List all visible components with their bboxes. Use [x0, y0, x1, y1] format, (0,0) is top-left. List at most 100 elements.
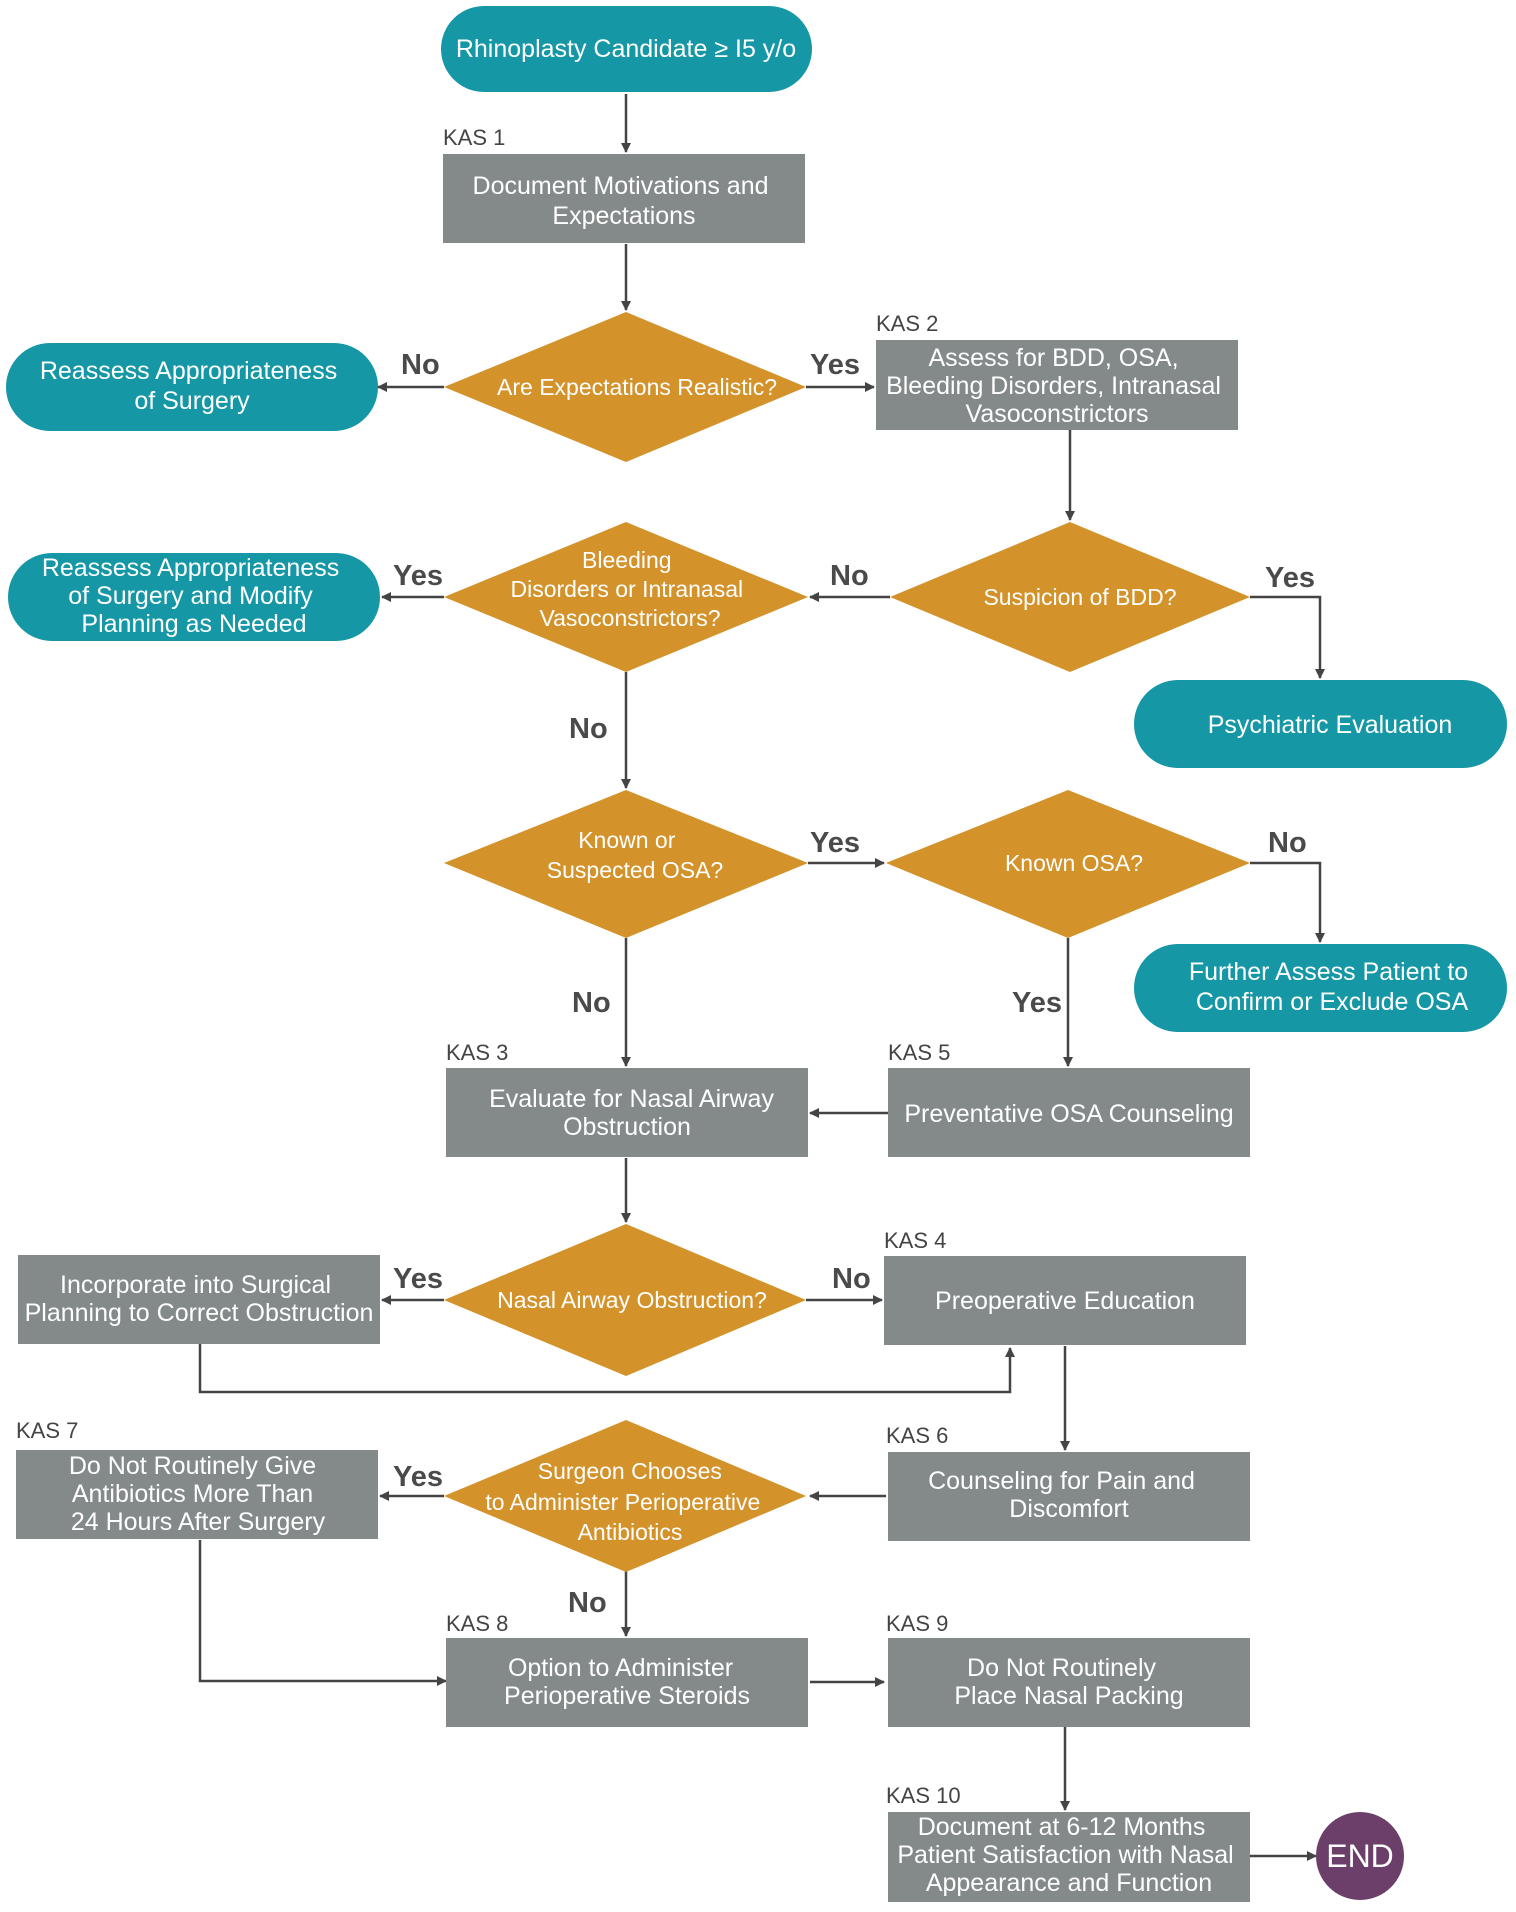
end-terminal — [1316, 1812, 1404, 1900]
no-antibiotics-line-1: Do Not Routinely Give — [69, 1452, 316, 1480]
edge-label-bdd-yes: Yes — [1265, 562, 1315, 594]
edge-known-osa-no — [1250, 861, 1325, 943]
edge-bdd-yes — [1250, 595, 1325, 679]
svg-text:Are Expectations Realistic?: Are Expectations Realistic? — [497, 374, 777, 400]
edge-label-bleeding-no: No — [569, 713, 608, 745]
incorporate-line-1: Incorporate into Surgical — [60, 1271, 331, 1299]
svg-text:Do Not Routinely Give Anti: Do Not Routinely Give Antibiotics More T… — [69, 1452, 326, 1536]
edge-label-known-osa-no: No — [1268, 827, 1307, 859]
document-motivations-line-2: Expectations — [552, 202, 695, 230]
svg-text:Nasal Airway Obstruction?: Nasal Airway Obstruction? — [497, 1287, 767, 1313]
bleeding-decision-line-3: Vasoconstrictors? — [539, 605, 720, 631]
svg-text:Preventative OSA Counseling: Preventative OSA Counseling — [904, 1100, 1233, 1128]
kas4-label: KAS 4 — [884, 1228, 946, 1253]
airway-decision-label: Nasal Airway Obstruction? — [497, 1287, 767, 1313]
start-terminal — [441, 6, 812, 92]
svg-text:Known or Suspected OSA?: Known or Suspected OSA? — [547, 827, 723, 883]
svg-text:Evaluate for Nasal Airway: Evaluate for Nasal Airway Obstruction — [489, 1085, 781, 1141]
antibiotics-decision-line-2: to Administer Perioperative — [485, 1489, 760, 1515]
bdd-decision — [890, 522, 1250, 672]
reassess-surgery-line-1: Reassess Appropriateness — [40, 357, 337, 385]
edge-label-bleeding-yes: Yes — [393, 560, 443, 592]
pain-counseling-box — [888, 1452, 1250, 1541]
antibiotics-decision — [444, 1420, 806, 1572]
no-antibiotics-line-3: 24 Hours After Surgery — [71, 1508, 326, 1536]
osa-counseling-box — [888, 1068, 1250, 1157]
evaluate-airway-line-2: Obstruction — [563, 1113, 691, 1141]
realistic-decision-label: Are Expectations Realistic? — [497, 374, 777, 400]
edge-label-suspected-osa-no: No — [572, 987, 611, 1019]
kas6-label: KAS 6 — [886, 1423, 948, 1448]
no-antibiotics-line-2: Antibiotics More Than — [72, 1480, 313, 1508]
airway-decision — [444, 1224, 806, 1376]
further-assess-line-2: Confirm or Exclude OSA — [1196, 988, 1469, 1016]
kas9-label: KAS 9 — [886, 1611, 948, 1636]
suspected-osa-line-2: Suspected OSA? — [547, 857, 723, 883]
assess-bdd-line-1: Assess for BDD, OSA, — [928, 344, 1178, 372]
preop-education-label: Preoperative Education — [935, 1287, 1195, 1315]
realistic-decision — [444, 312, 806, 462]
bleeding-decision-line-1: Bleeding — [582, 547, 672, 573]
antibiotics-decision-line-3: Antibiotics — [578, 1519, 683, 1545]
assess-bdd-line-2: Bleeding Disorders, Intranasal — [886, 372, 1221, 400]
steroids-line-1: Option to Administer — [508, 1654, 733, 1682]
reassess-modify-line-2: of Surgery and Modify — [68, 582, 313, 610]
end-label: END — [1326, 1838, 1394, 1874]
reassess-modify-line-3: Planning as Needed — [81, 610, 306, 638]
document-satisfaction-line-1: Document at 6-12 Months — [918, 1813, 1206, 1841]
svg-text:Known OSA?: Known OSA? — [1005, 850, 1143, 876]
further-assess-osa-terminal — [1134, 944, 1507, 1032]
edge-label-known-osa-yes: Yes — [1012, 987, 1062, 1019]
psychiatric-evaluation-label: Psychiatric Evaluation — [1208, 711, 1453, 739]
suspected-osa-line-1: Known or — [578, 827, 676, 853]
svg-text:Reassess Appropriateness o: Reassess Appropriateness of Surgery and … — [42, 554, 346, 638]
svg-text:END: END — [1326, 1838, 1394, 1874]
nasal-packing-line-1: Do Not Routinely — [967, 1654, 1156, 1682]
svg-text:Suspicion of BDD?: Suspicion of BDD? — [983, 584, 1176, 610]
assess-bdd-box — [876, 340, 1238, 430]
svg-text:Rhinoplasty Candidate ≥ I5 y/o: Rhinoplasty Candidate ≥ I5 y/o — [456, 35, 796, 63]
preop-education-box — [884, 1256, 1246, 1345]
svg-text:Psychiatric Evaluation: Psychiatric Evaluation — [1208, 711, 1453, 739]
document-motivations-line-1: Document Motivations and — [473, 172, 769, 200]
edge-label-antibiotics-no: No — [568, 1587, 607, 1619]
steroids-box — [446, 1638, 808, 1727]
svg-text:Do Not Routinely Place Nas: Do Not Routinely Place Nasal Packing — [954, 1654, 1183, 1710]
reassess-surgery-terminal — [6, 343, 378, 431]
svg-text:Assess for BDD, OSA, Bleed: Assess for BDD, OSA, Bleeding Disorders,… — [886, 344, 1228, 428]
kas5-label: KAS 5 — [888, 1040, 950, 1065]
kas10-label: KAS 10 — [886, 1783, 961, 1808]
reassess-modify-terminal — [8, 553, 380, 641]
edge-incorporate-to-education — [198, 1344, 1015, 1394]
nasal-packing-box — [888, 1638, 1250, 1727]
svg-text:Preoperative Education: Preoperative Education — [935, 1287, 1195, 1315]
document-satisfaction-line-3: Appearance and Function — [926, 1869, 1212, 1897]
bdd-decision-label: Suspicion of BDD? — [983, 584, 1176, 610]
edge-label-realistic-no: No — [401, 349, 440, 381]
pain-counseling-line-2: Discomfort — [1009, 1495, 1129, 1523]
known-osa-decision-label: Known OSA? — [1005, 850, 1143, 876]
incorporate-line-2: Planning to Correct Obstruction — [25, 1299, 374, 1327]
edge-label-bdd-no: No — [830, 560, 869, 592]
nasal-packing-line-2: Place Nasal Packing — [954, 1682, 1183, 1710]
bleeding-decision — [444, 522, 808, 672]
kas1-label: KAS 1 — [443, 125, 505, 150]
reassess-surgery-line-2: of Surgery — [134, 387, 250, 415]
document-satisfaction-line-2: Patient Satisfaction with Nasal — [897, 1841, 1233, 1869]
edge-label-airway-yes: Yes — [393, 1263, 443, 1295]
svg-text:Surgeon Chooses to Adminis: Surgeon Chooses to Administer Perioperat… — [485, 1458, 766, 1545]
known-osa-decision — [886, 790, 1250, 938]
start-label: Rhinoplasty Candidate ≥ I5 y/o — [456, 35, 796, 63]
kas7-label: KAS 7 — [16, 1418, 78, 1443]
edge-label-realistic-yes: Yes — [810, 349, 860, 381]
svg-text:Reassess Appropriateness o: Reassess Appropriateness of Surgery — [40, 357, 344, 415]
edge-label-antibiotics-yes: Yes — [393, 1461, 443, 1493]
psychiatric-evaluation-terminal — [1134, 680, 1507, 768]
svg-text:Counseling for Pain and Di: Counseling for Pain and Discomfort — [928, 1467, 1202, 1523]
assess-bdd-line-3: Vasoconstrictors — [966, 400, 1149, 428]
further-assess-line-1: Further Assess Patient to — [1189, 958, 1468, 986]
kas3-label: KAS 3 — [446, 1040, 508, 1065]
steroids-line-2: Perioperative Steroids — [504, 1682, 750, 1710]
kas2-label: KAS 2 — [876, 311, 938, 336]
